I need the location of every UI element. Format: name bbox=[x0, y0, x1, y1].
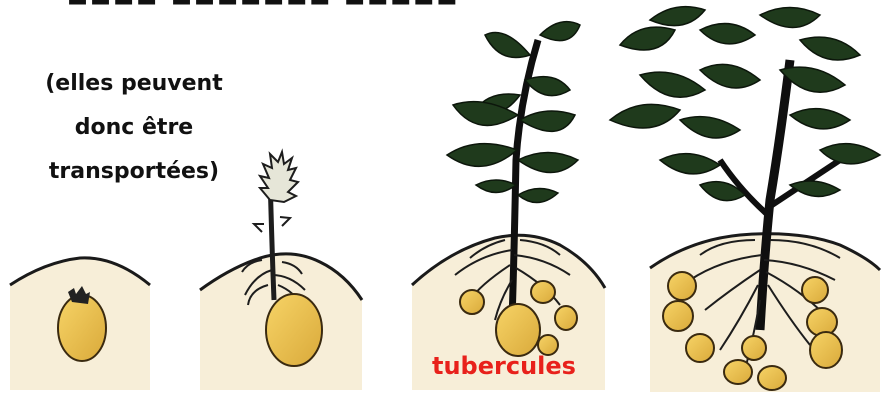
tubercules-label: tubercules bbox=[432, 352, 576, 380]
tuber-4g bbox=[724, 360, 752, 384]
tuber-3c bbox=[555, 306, 577, 330]
caption-line-2: donc être bbox=[14, 106, 254, 150]
tuber-2 bbox=[266, 294, 322, 366]
stage-4-panel bbox=[610, 7, 880, 392]
tuber-4f bbox=[686, 334, 714, 362]
transport-caption: (elles peuvent donc être transportées) bbox=[14, 62, 254, 194]
caption-line-3: transportées) bbox=[14, 150, 254, 194]
sprout-leaves-2 bbox=[254, 152, 298, 232]
tuber-4a bbox=[668, 272, 696, 300]
tuber-4c bbox=[802, 277, 828, 303]
tuber-4e bbox=[810, 332, 842, 368]
stage-3-panel bbox=[412, 22, 605, 390]
tuber-3a bbox=[460, 290, 484, 314]
tuber-4i bbox=[742, 336, 766, 360]
tuber-1 bbox=[58, 295, 106, 361]
tuber-3d bbox=[496, 304, 540, 356]
tuber-4b bbox=[663, 301, 693, 331]
tuber-4h bbox=[758, 366, 786, 390]
tuber-3b bbox=[531, 281, 555, 303]
foliage-4 bbox=[610, 7, 880, 201]
stage-1-panel bbox=[10, 258, 150, 390]
caption-line-1: (elles peuvent bbox=[14, 62, 254, 106]
